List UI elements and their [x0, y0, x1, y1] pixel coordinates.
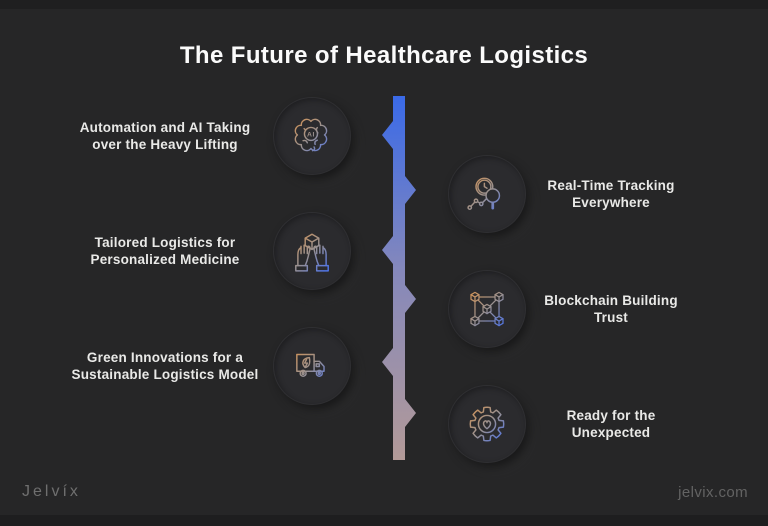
hands-holding-box-icon [295, 233, 329, 272]
item-label: Automation and AI Taking over the Heavy … [79, 120, 251, 152]
icon-circle: AI [273, 97, 351, 175]
timeline-item-ready-unexpected: Ready for the Unexpected [448, 385, 686, 463]
timeline-gradient-bar [382, 96, 416, 460]
blockchain-cubes-icon [470, 291, 504, 327]
clock-magnifier-route-icon [467, 177, 501, 210]
timeline-item-green-innovations: Green Innovations for a Sustainable Logi… [67, 327, 351, 405]
icon-circle [448, 155, 526, 233]
page-title: The Future of Healthcare Logistics [179, 42, 589, 69]
item-label: Tailored Logistics for Personalized Medi… [90, 235, 240, 267]
gear-heart-icon [469, 406, 505, 442]
item-label: Blockchain Building Trust [544, 293, 678, 325]
icon-circle [273, 327, 351, 405]
icon-circle [273, 212, 351, 290]
website-link[interactable]: jelvix.com [678, 484, 748, 501]
ai-brain-icon: AI [294, 118, 328, 152]
icon-circle [448, 385, 526, 463]
ai-label: AI [307, 131, 315, 138]
timeline-item-automation-ai: Automation and AI Taking over the Heavy … [67, 97, 351, 175]
timeline-item-real-time-tracking: Real-Time Tracking Everywhere [448, 155, 686, 233]
bottom-border-strip [0, 515, 768, 526]
eco-truck-icon [296, 353, 325, 377]
item-label: Ready for the Unexpected [566, 408, 656, 440]
top-border-strip [0, 0, 768, 9]
timeline-item-blockchain: Blockchain Building Trust [448, 270, 686, 348]
timeline-item-tailored-logistics: Tailored Logistics for Personalized Medi… [67, 212, 351, 290]
item-label: Real-Time Tracking Everywhere [547, 178, 675, 210]
item-label: Green Innovations for a Sustainable Logi… [71, 350, 259, 382]
icon-circle [448, 270, 526, 348]
jelvix-logo: Jelvíx [22, 483, 81, 500]
